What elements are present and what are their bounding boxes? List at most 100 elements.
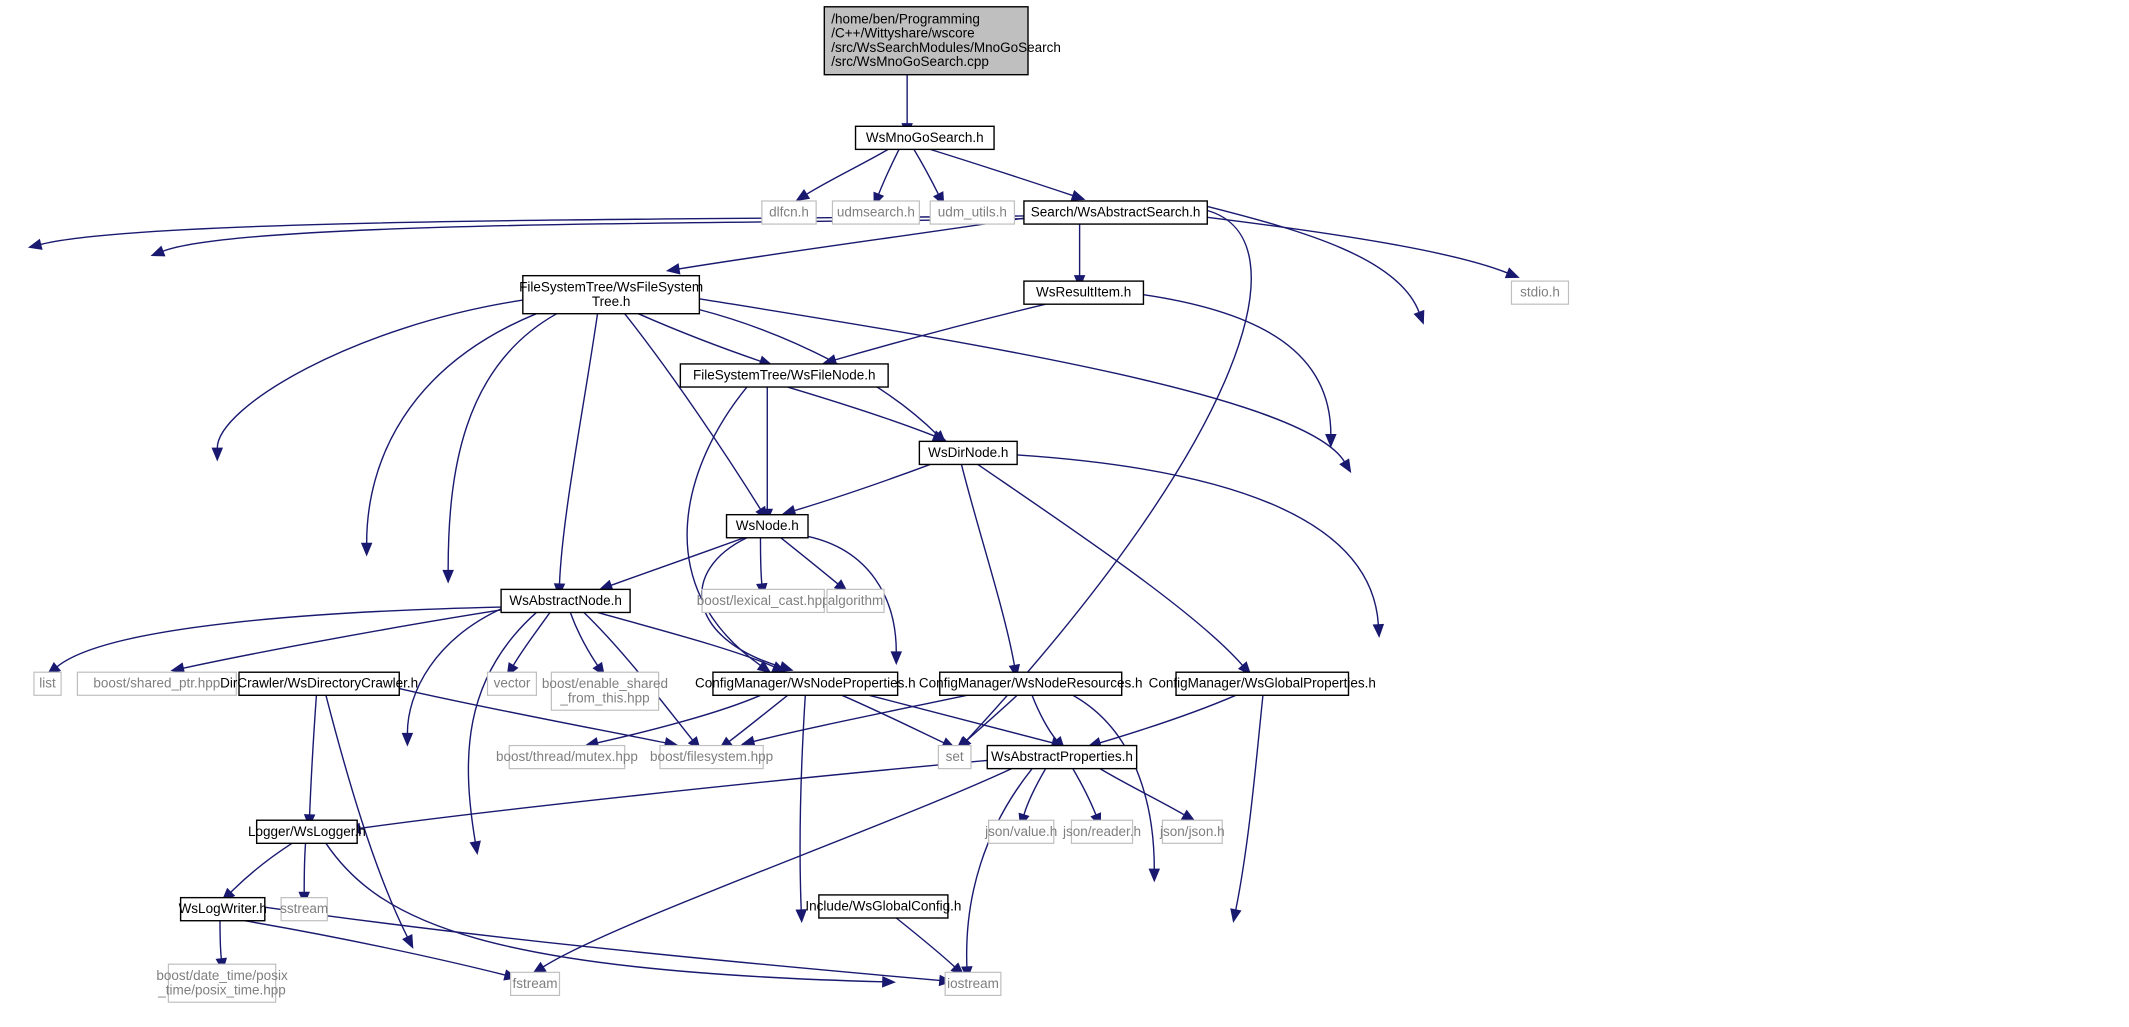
edge-line bbox=[56, 606, 502, 668]
edge-line bbox=[1072, 694, 1155, 870]
edge-line bbox=[787, 386, 935, 437]
edge-line bbox=[399, 687, 666, 744]
node-box bbox=[659, 744, 764, 770]
edge-wsresultitem_h-to-iostream bbox=[1143, 293, 1337, 448]
node-label: Logger/WsLogger.h bbox=[248, 824, 366, 839]
node-vector: vector bbox=[486, 671, 538, 696]
node-label: WsLogWriter.h bbox=[179, 901, 267, 916]
arrow-head-icon bbox=[27, 238, 43, 250]
edge-line bbox=[977, 463, 1244, 666]
node-shared-ptr-hpp: boost/shared_ptr.hpp bbox=[76, 671, 237, 696]
node-wsglobalproperties-h[interactable]: ConfigManager/WsGlobalProperties.h bbox=[1149, 671, 1376, 696]
edge-line bbox=[960, 464, 1016, 666]
arrow-head-icon bbox=[469, 840, 481, 856]
edge-line bbox=[406, 606, 506, 734]
node-wsnodeproperties-h[interactable]: ConfigManager/WsNodeProperties.h bbox=[695, 671, 916, 696]
node-wslogger-h[interactable]: Logger/WsLogger.h bbox=[248, 819, 366, 845]
node-wsabstractnode-h[interactable]: WsAbstractNode.h bbox=[500, 588, 631, 614]
arrow-head-icon bbox=[740, 735, 756, 747]
edge-wslogger_h-to-sstream bbox=[298, 843, 310, 906]
node-box bbox=[937, 744, 972, 770]
edge-wsabstractsearch_h-to-wsfilesystemtree_h bbox=[665, 216, 1030, 275]
edge-wsfilesystemtree_h-to-wsnode_h bbox=[624, 313, 768, 521]
node-filesystem-hpp: boost/filesystem.hpp bbox=[650, 744, 773, 770]
edge-wsabstractsearch_h-to-stdio_h bbox=[1207, 216, 1520, 279]
edge-wsnoderesources_h-to-iostream bbox=[1072, 694, 1161, 883]
node-wsabstractproperties-h[interactable]: WsAbstractProperties.h bbox=[986, 744, 1138, 770]
node-box bbox=[823, 6, 1029, 76]
arrow-head-icon bbox=[1325, 434, 1337, 448]
node-box bbox=[818, 894, 949, 919]
edge-wsabstractnode_h-to-wslogger_h bbox=[401, 606, 506, 747]
edge-line bbox=[244, 920, 506, 976]
node-label: json/value.h bbox=[984, 824, 1057, 839]
edge-line bbox=[965, 768, 1033, 967]
node-wsglobalconfig-h[interactable]: Include/WsGlobalConfig.h bbox=[805, 894, 961, 919]
edge-wsabstractproperties_h-to-wslogger_h bbox=[346, 759, 988, 835]
edge-line bbox=[264, 906, 940, 982]
node-label: dlfcn.h bbox=[769, 205, 809, 220]
node-list: list bbox=[33, 671, 62, 696]
edge-wsabstractnode_h-to-iostream bbox=[467, 611, 537, 856]
arrow-head-icon bbox=[1180, 809, 1196, 822]
arrow-head-icon bbox=[401, 732, 414, 747]
edge-line bbox=[597, 694, 761, 744]
node-json-value-h: json/value.h bbox=[984, 819, 1057, 844]
edge-wsdirnode_h-to-wsnode_h bbox=[781, 463, 931, 516]
arrow-head-icon bbox=[1504, 267, 1520, 279]
node-root[interactable]: /home/ben/Programming/C++/Wittyshare/wsc… bbox=[823, 6, 1061, 76]
edge-line bbox=[467, 611, 537, 843]
edge-line bbox=[807, 535, 897, 652]
edge-wsnode_h-to-wsabstractnode_h bbox=[598, 537, 745, 591]
node-wsmnogosearch-h[interactable]: WsMnoGoSearch.h bbox=[854, 125, 995, 151]
edge-line bbox=[895, 917, 956, 968]
edge-wsabstractproperties_h-to-iostream bbox=[961, 768, 1033, 981]
edge-wsfilenode_h-to-wsdirnode_h bbox=[787, 386, 947, 442]
edge-line bbox=[1099, 694, 1237, 744]
node-box bbox=[712, 671, 899, 696]
node-wslogwriter-h[interactable]: WsLogWriter.h bbox=[179, 896, 267, 922]
edge-line bbox=[597, 611, 775, 668]
arrow-head-icon bbox=[890, 651, 903, 666]
node-wsabstractsearch-h[interactable]: Search/WsAbstractSearch.h bbox=[1023, 200, 1208, 225]
node-label: boost/filesystem.hpp bbox=[650, 749, 773, 764]
node-box bbox=[939, 671, 1123, 696]
edge-wsnode_h-to-wsglobalconfig_h bbox=[807, 535, 903, 666]
edge-wsdirnode_h-to-iostream bbox=[1017, 454, 1385, 638]
edge-wslogger_h-to-wslogwriter_h bbox=[221, 842, 293, 902]
node-box bbox=[725, 513, 809, 539]
edge-wsfilesystemtree_h-to-shared_ptr_hpp bbox=[211, 299, 523, 462]
node-wsdirnode-h[interactable]: WsDirNode.h bbox=[918, 440, 1018, 466]
node-label: boost/shared_ptr.hpp bbox=[93, 676, 220, 691]
edge-line bbox=[759, 537, 763, 585]
edge-wsfilesystemtree_h-to-iostream bbox=[699, 298, 1352, 474]
node-wsdirectorycrawler-h[interactable]: DirCrawler/WsDirectoryCrawler.h bbox=[220, 671, 418, 696]
edge-line bbox=[966, 209, 1252, 741]
edge-line bbox=[365, 313, 537, 544]
node-wsfilenode-h[interactable]: FileSystemTree/WsFileNode.h bbox=[679, 363, 889, 388]
arrow-head-icon bbox=[781, 504, 797, 516]
node-box bbox=[510, 971, 561, 997]
edge-wsresultitem_h-to-wsfilenode_h bbox=[822, 303, 1046, 366]
edge-line bbox=[794, 463, 931, 512]
arrow-head-icon bbox=[1230, 908, 1242, 923]
arrow-head-icon bbox=[442, 569, 454, 584]
edge-line bbox=[1023, 768, 1047, 816]
node-label: WsAbstractProperties.h bbox=[991, 749, 1133, 764]
node-box bbox=[944, 971, 1002, 997]
node-box bbox=[1175, 671, 1350, 696]
node-label: json/reader.h bbox=[1062, 824, 1141, 839]
edge-line bbox=[965, 694, 1018, 742]
node-label: WsResultItem.h bbox=[1036, 285, 1131, 300]
node-wsnode-h[interactable]: WsNode.h bbox=[725, 513, 809, 539]
edge-wsfilenode_h-to-wsnodeproperties_h bbox=[686, 386, 772, 674]
node-box bbox=[500, 588, 631, 614]
node-label: FileSystemTree/WsFileSystem bbox=[519, 280, 703, 295]
node-layer: /home/ben/Programming/C++/Wittyshare/wsc… bbox=[33, 6, 1570, 1003]
edge-line bbox=[303, 843, 307, 893]
node-wsnoderesources-h[interactable]: ConfigManager/WsNodeResources.h bbox=[919, 671, 1143, 696]
node-wsresultitem-h[interactable]: WsResultItem.h bbox=[1023, 280, 1145, 305]
node-label: list bbox=[39, 676, 56, 691]
edge-line bbox=[834, 303, 1046, 361]
